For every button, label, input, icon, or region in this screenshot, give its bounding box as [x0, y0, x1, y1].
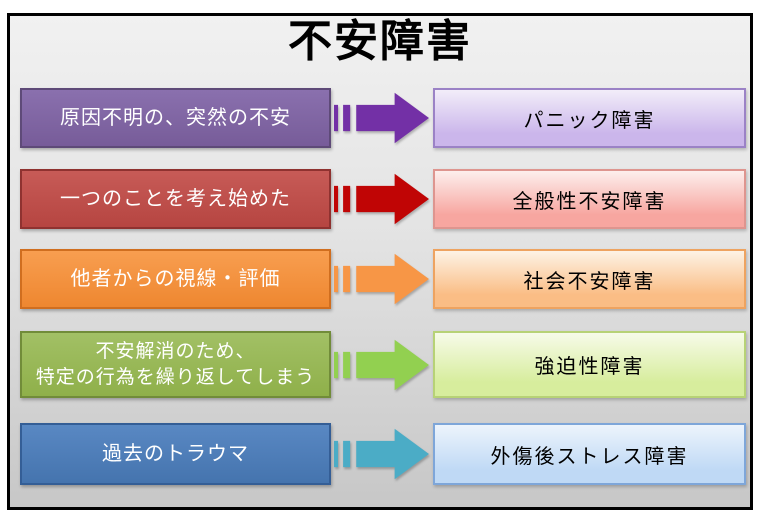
cause-box: 不安解消のため、 特定の行為を繰り返してしまう — [20, 331, 331, 398]
slide-content: 不安障害 原因不明の、突然の不安 パニック障害 一つのことを考え始めた — [10, 16, 750, 507]
disorder-label: 強迫性障害 — [534, 356, 645, 378]
cause-box: 他者からの視線・評価 — [20, 249, 331, 309]
arrow-wrap — [331, 249, 433, 309]
cause-label: 他者からの視線・評価 — [70, 267, 281, 290]
striped-right-arrow-icon — [334, 339, 429, 390]
disorder-box: 外傷後ストレス障害 — [433, 423, 746, 485]
cause-label: 過去のトラウマ — [102, 442, 249, 465]
disorder-box: 社会不安障害 — [433, 249, 746, 309]
striped-right-arrow-icon — [334, 253, 429, 305]
disorder-label: 社会不安障害 — [523, 270, 656, 293]
arrow-wrap — [331, 331, 433, 398]
slide-frame: 不安障害 原因不明の、突然の不安 パニック障害 一つのことを考え始めた — [7, 13, 753, 510]
striped-right-arrow-icon — [334, 92, 429, 144]
flow-row-ptsd: 過去のトラウマ 外傷後ストレス障害 — [10, 423, 750, 485]
flow-row-panic: 原因不明の、突然の不安 パニック障害 — [10, 88, 750, 148]
arrow-wrap — [331, 423, 433, 485]
flow-row-social: 他者からの視線・評価 社会不安障害 — [10, 249, 750, 309]
disorder-label: 全般性不安障害 — [512, 190, 667, 213]
disorder-label: 外傷後ストレス障害 — [490, 445, 689, 468]
disorder-box: 強迫性障害 — [433, 331, 746, 398]
striped-right-arrow-icon — [334, 173, 429, 225]
cause-box: 過去のトラウマ — [20, 423, 331, 485]
cause-label: 一つのことを考え始めた — [60, 187, 291, 210]
arrow-wrap — [331, 88, 433, 148]
disorder-box: パニック障害 — [433, 88, 746, 148]
cause-label: 不安解消のため、 特定の行為を繰り返してしまう — [35, 340, 316, 388]
disorder-label: パニック障害 — [523, 109, 656, 132]
cause-box: 一つのことを考え始めた — [20, 169, 331, 229]
page-title: 不安障害 — [288, 17, 472, 66]
flow-row-gad: 一つのことを考え始めた 全般性不安障害 — [10, 169, 750, 229]
striped-right-arrow-icon — [334, 428, 429, 480]
cause-label: 原因不明の、突然の不安 — [60, 106, 291, 129]
disorder-box: 全般性不安障害 — [433, 169, 746, 229]
arrow-wrap — [331, 169, 433, 229]
flow-row-ocd: 不安解消のため、 特定の行為を繰り返してしまう 強迫性障害 — [10, 331, 750, 398]
cause-box: 原因不明の、突然の不安 — [20, 88, 331, 148]
